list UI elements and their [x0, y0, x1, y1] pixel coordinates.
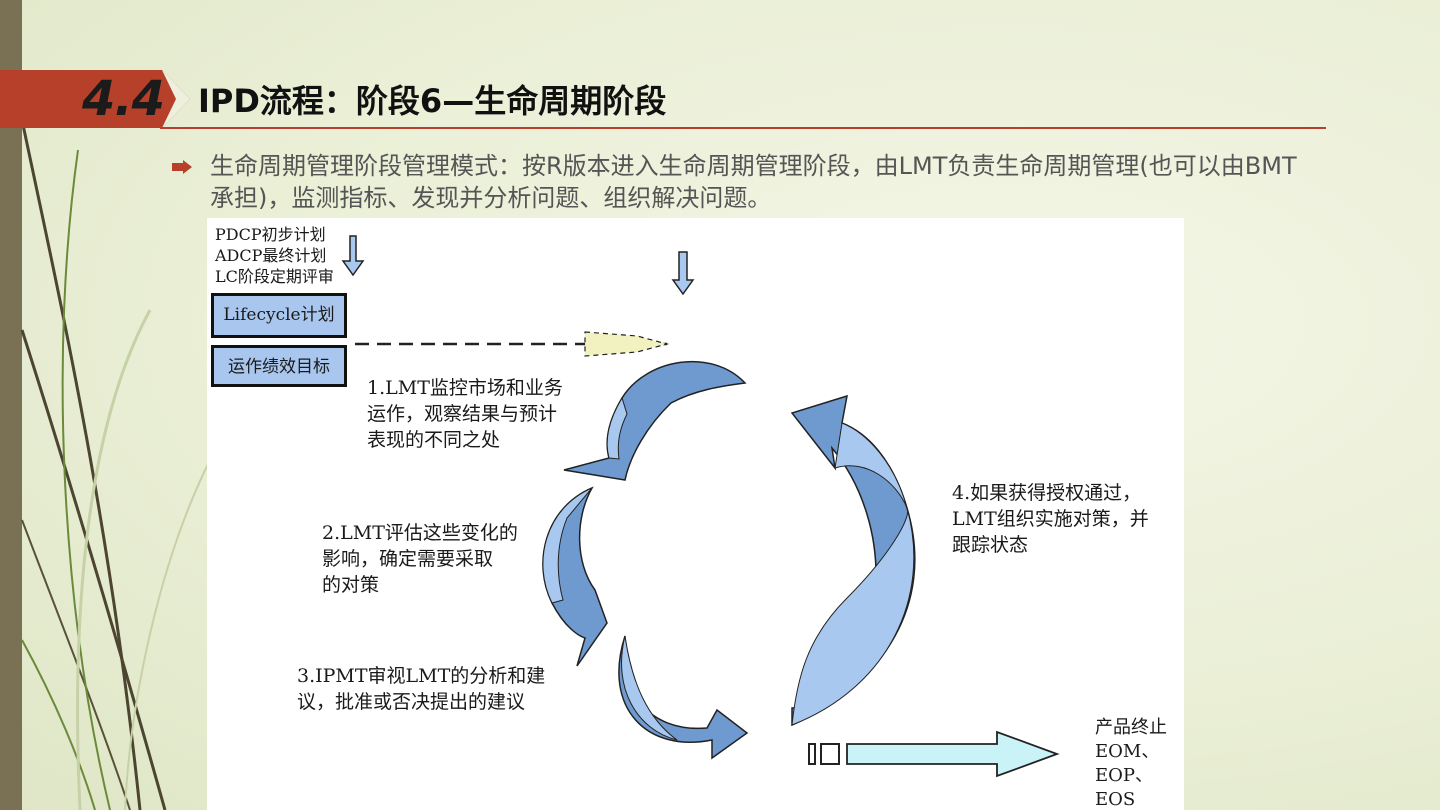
input-down-arrow — [341, 235, 365, 277]
exit-marker-2 — [820, 743, 840, 765]
slide-title: IPD流程：阶段6—生命周期阶段 — [198, 82, 667, 120]
diagram-arrows — [341, 235, 1060, 778]
section-number: 4.4 — [82, 71, 165, 127]
lifecycle-plan-box: Lifecycle计划 — [211, 293, 347, 338]
step-1-label: 1.LMT监控市场和业务 运作，观察结果与预计 表现的不同之处 — [367, 377, 563, 451]
bullet-text: 生命周期管理阶段管理模式：按R版本进入生命周期管理阶段，由LMT负责生命周期管理… — [210, 152, 1297, 212]
bullet-arrow-icon — [172, 160, 192, 174]
product-end-label: 产品终止 EOM、 EOP、 EOS — [1095, 717, 1167, 810]
step-2-label: 2.LMT评估这些变化的 影响，确定需要采取 的对策 — [322, 522, 518, 596]
title-rule — [160, 127, 1326, 129]
dashed-right-arrow — [584, 331, 670, 357]
decorative-curves — [20, 119, 211, 810]
top-down-arrow — [671, 251, 695, 296]
lifecycle-diagram: PDCP初步计划 ADCP最终计划 LC阶段定期评审 Lifecycle计划 运… — [207, 218, 1184, 810]
exit-right-arrow — [846, 730, 1060, 778]
performance-goals-box: 运作绩效目标 — [211, 345, 347, 387]
cycle-arrow-1 — [563, 360, 747, 481]
input-plan-labels: PDCP初步计划 ADCP最终计划 LC阶段定期评审 — [215, 225, 334, 286]
exit-marker-1 — [808, 743, 816, 765]
step-3-label: 3.IPMT审视LMT的分析和建 议，批准或否决提出的建议 — [297, 665, 546, 713]
left-strip — [0, 0, 22, 810]
step-4-label: 4.如果获得授权通过， LMT组织实施对策，并 跟踪状态 — [952, 482, 1149, 556]
title-band — [0, 70, 190, 128]
